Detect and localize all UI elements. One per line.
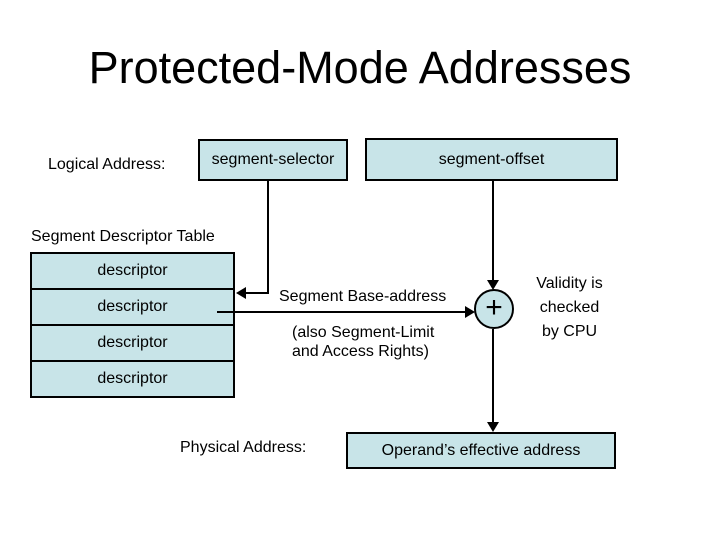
segment-limit-note-line1: (also Segment-Limit: [292, 324, 435, 341]
arrowhead-right-icon: [465, 306, 475, 318]
arrowhead-down-icon: [487, 422, 499, 432]
offset-to-adder-line: [492, 181, 494, 280]
table-row: descriptor: [32, 360, 233, 396]
segment-limit-note-line2: and Access Rights): [292, 343, 429, 360]
plus-icon: +: [485, 290, 503, 324]
table-row: descriptor: [32, 324, 233, 360]
effective-address-text: Operand’s effective address: [381, 441, 581, 459]
adder-to-result-line: [492, 329, 494, 422]
descriptor-table: descriptor descriptor descriptor descrip…: [30, 252, 235, 398]
slide-title: Protected-Mode Addresses: [88, 42, 632, 93]
segment-limit-note: (also Segment-Limit and Access Rights): [292, 323, 434, 361]
descriptor-label: descriptor: [97, 370, 168, 387]
physical-address-label: Physical Address:: [180, 439, 307, 456]
effective-address-box: Operand’s effective address: [346, 432, 616, 469]
descriptor-label: descriptor: [97, 262, 168, 279]
adder-circle: +: [474, 289, 514, 329]
logical-address-label: Logical Address:: [48, 156, 166, 173]
arrowhead-left-icon: [236, 287, 246, 299]
selector-connector-horizontal-line: [246, 292, 269, 294]
table-row: descriptor: [32, 254, 233, 288]
segment-selector-box: segment-selector: [198, 139, 348, 181]
base-address-arrow-line: [217, 311, 466, 313]
descriptor-label: descriptor: [97, 334, 168, 351]
validity-note-line3: by CPU: [541, 323, 598, 340]
validity-note: Validity is checked by CPU: [512, 272, 627, 344]
segment-offset-text: segment-offset: [438, 150, 545, 168]
table-row: descriptor: [32, 288, 233, 324]
segment-selector-text: segment-selector: [211, 151, 335, 168]
arrowhead-down-icon: [487, 280, 499, 290]
validity-note-line1: Validity is: [536, 275, 603, 292]
validity-note-line2: checked: [539, 299, 600, 316]
segment-base-address-label: Segment Base-address: [279, 288, 447, 305]
selector-connector-vertical-line: [267, 181, 269, 294]
descriptor-table-heading: Segment Descriptor Table: [31, 228, 215, 245]
descriptor-label: descriptor: [97, 298, 168, 315]
segment-offset-box: segment-offset: [365, 138, 618, 181]
